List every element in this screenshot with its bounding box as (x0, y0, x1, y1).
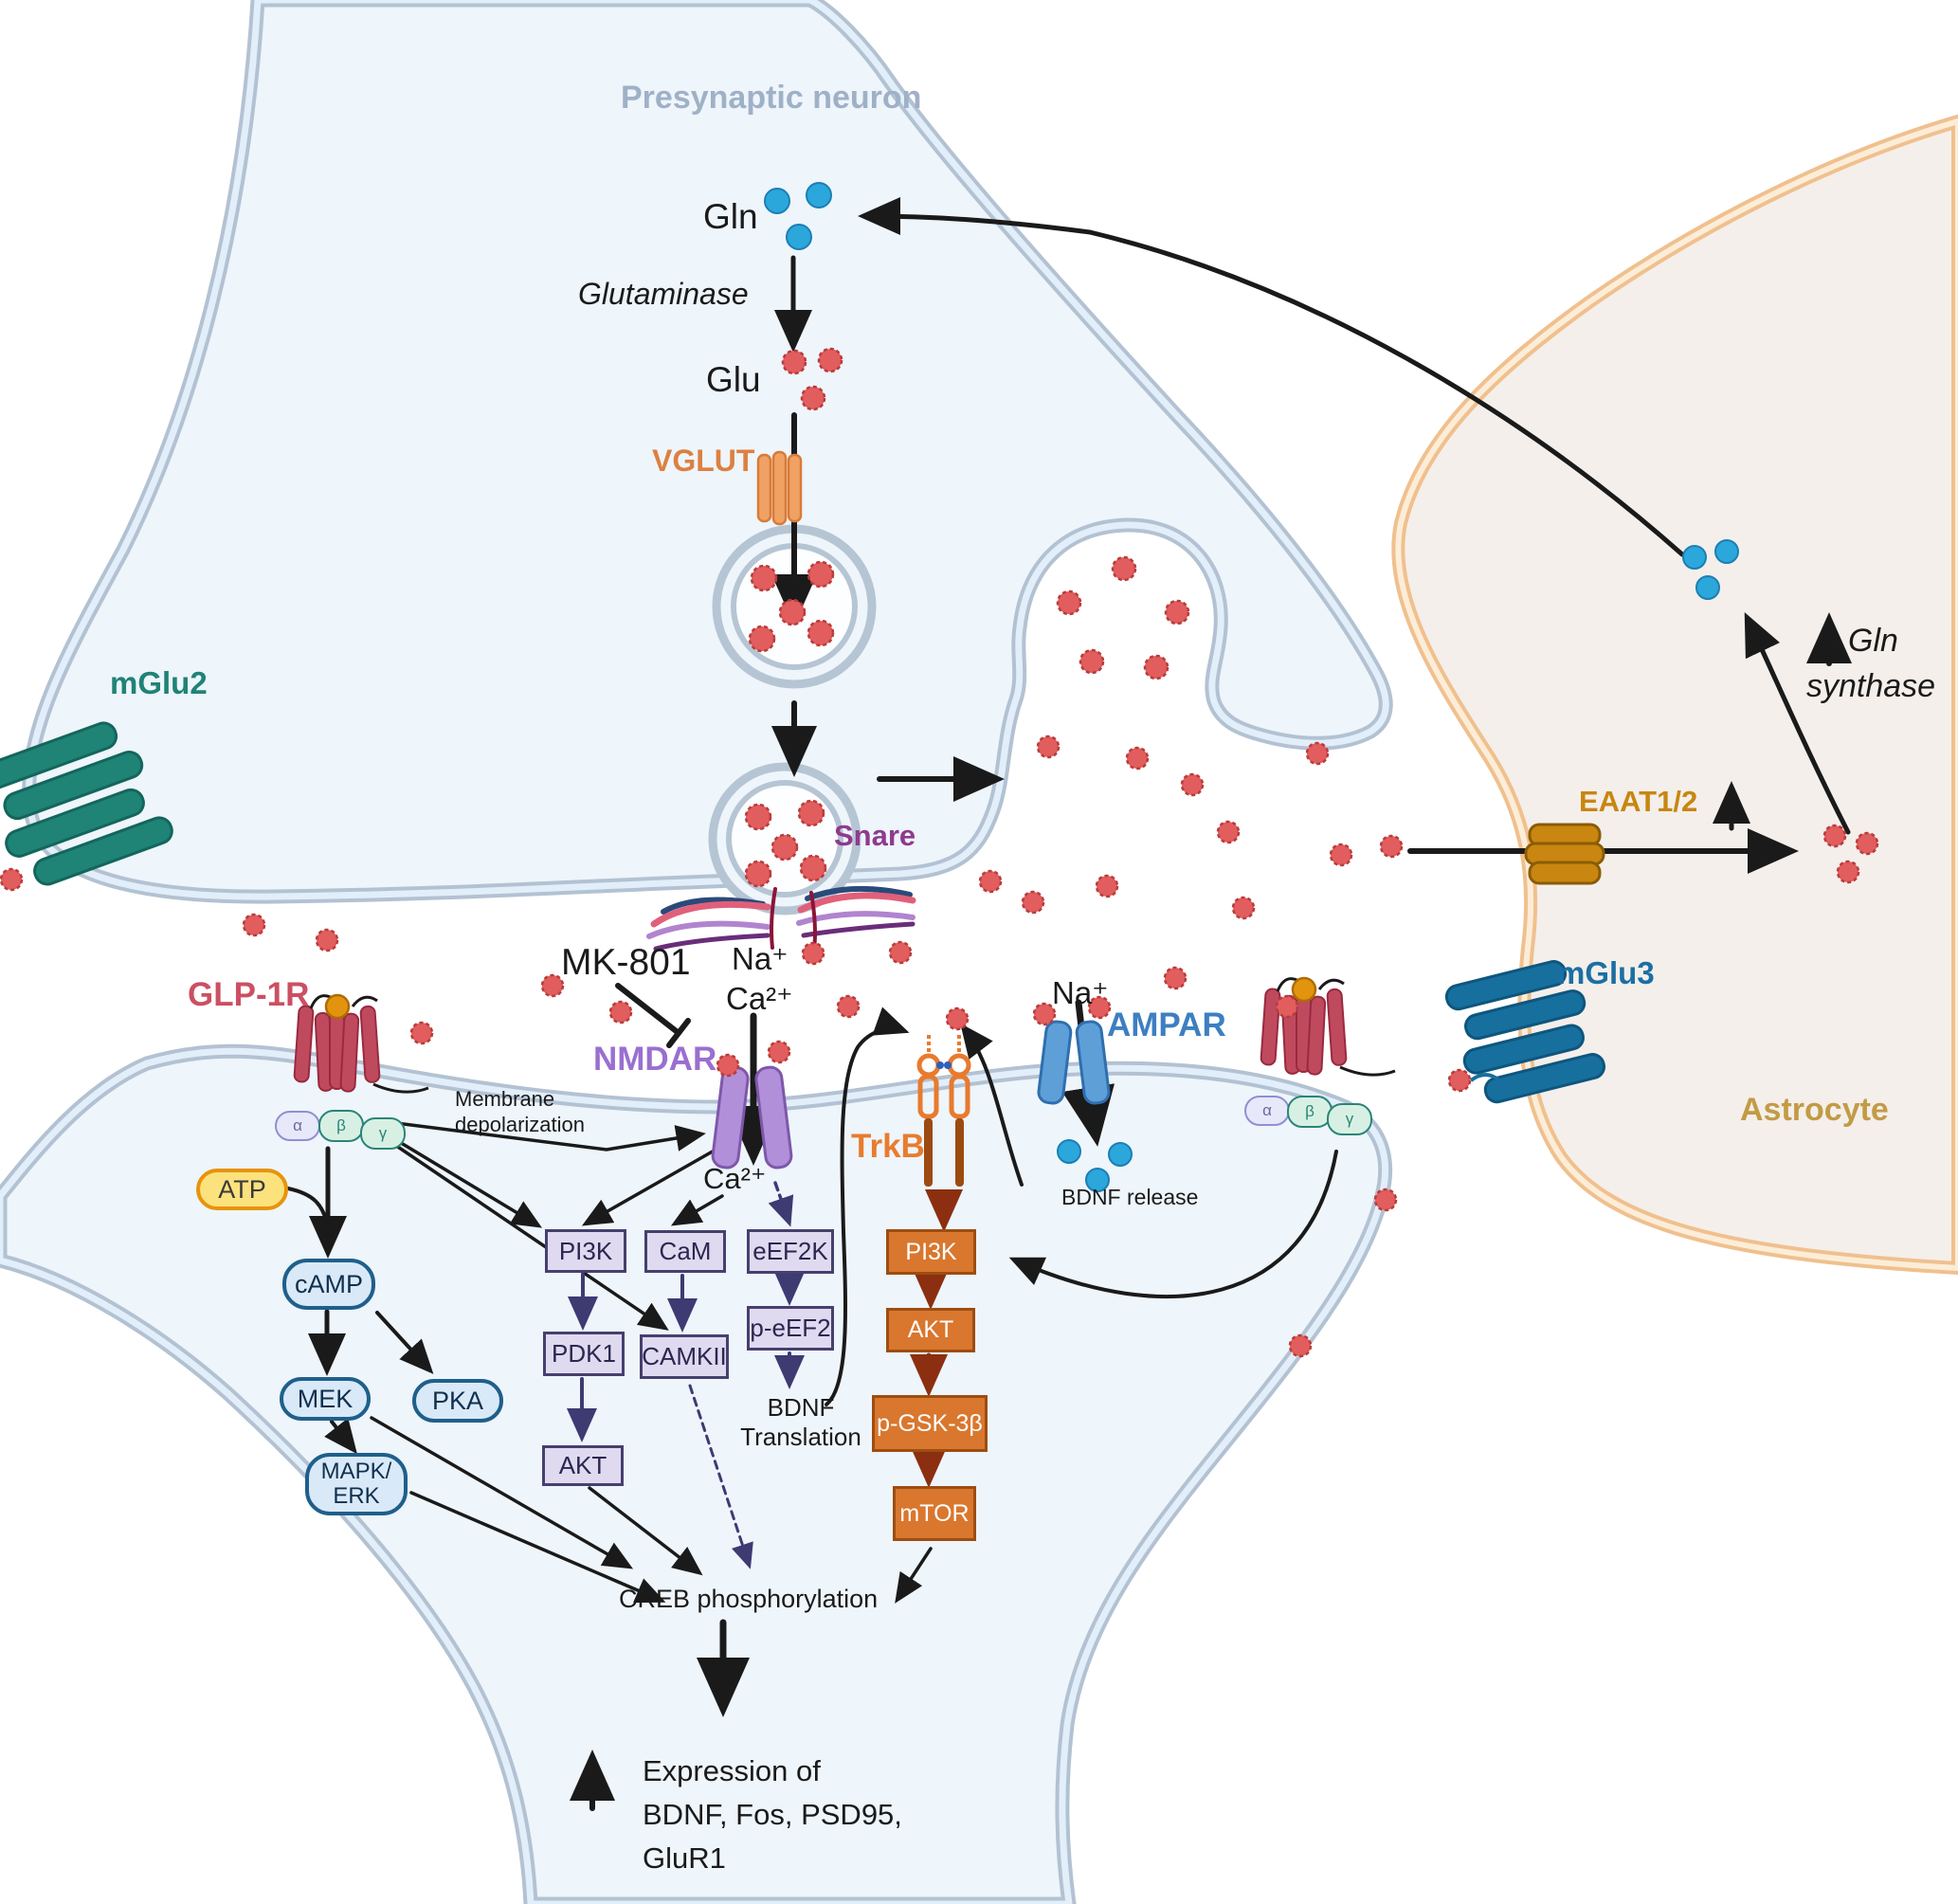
mglu3-label: mGlu3 (1557, 955, 1655, 990)
ca-label-nmdar: Ca²⁺ (726, 981, 793, 1016)
pka-node: PKA (412, 1379, 503, 1423)
ca-label-below-nmdar: Ca²⁺ (703, 1162, 767, 1195)
gln-synthase-line2: synthase (1806, 668, 1936, 704)
ampar-label: AMPAR (1107, 1006, 1226, 1043)
membrane-depolarization-label: Membrane depolarization (455, 1086, 585, 1137)
astrocyte-label: Astrocyte (1740, 1092, 1889, 1128)
gln-label: Gln (703, 197, 758, 236)
eef2k-node: eEF2K (747, 1229, 834, 1274)
mglu2-label: mGlu2 (110, 665, 208, 700)
bdnf-translation-label: BDNF Translation (740, 1393, 861, 1452)
cam-node: CaM (644, 1230, 726, 1273)
snare-label: Snare (834, 819, 916, 852)
bdnf-release-label: BDNF release (1061, 1185, 1199, 1209)
black-arrows (286, 197, 1852, 1811)
akt-orange-node: AKT (886, 1308, 975, 1352)
p-eef2-node: p-eEF2 (747, 1306, 834, 1351)
g-alpha-subunit-right: α (1244, 1096, 1290, 1126)
nmdar-label: NMDAR (593, 1041, 717, 1078)
bdnf-translation-line1: BDNF (767, 1393, 835, 1422)
pdk1-node: PDK1 (543, 1332, 625, 1376)
camp-node: cAMP (282, 1259, 375, 1310)
mtor-node: mTOR (893, 1486, 976, 1541)
atp-node: ATP (196, 1169, 288, 1210)
ampar-channel (1037, 1020, 1111, 1105)
mapk-line1: MAPK/ (320, 1459, 392, 1484)
g-gamma-subunit-right: γ (1327, 1103, 1372, 1135)
pi3k-orange-node: PI3K (886, 1229, 976, 1275)
g-beta-subunit-right: β (1287, 1096, 1333, 1128)
glutamate-dots (0, 347, 1879, 1358)
membrane-depol-line1: Membrane (455, 1087, 555, 1111)
eaat-label: EAAT1/2 (1579, 785, 1698, 818)
g-alpha-subunit-left: α (275, 1111, 320, 1141)
glutamine-dots (764, 182, 1739, 1192)
camkii-node: CAMKII (640, 1334, 729, 1379)
mk801-label: MK-801 (561, 942, 691, 983)
snare-complex (646, 885, 916, 952)
vglut-label: VGLUT (652, 444, 755, 478)
trkb-label: TrkB (851, 1128, 925, 1165)
glp1r-receptor-right (1260, 976, 1396, 1077)
mglu3-receptor (1444, 960, 1606, 1104)
gln-synthase-label: Gln synthase (1806, 618, 1935, 709)
g-gamma-subunit-left: γ (360, 1117, 406, 1150)
mapk-line2: ERK (333, 1483, 380, 1509)
na-label-ampar: Na⁺ (1052, 975, 1109, 1010)
expression-label: Expression of BDNF, Fos, PSD95, GluR1 (643, 1750, 902, 1880)
expression-line3: GluR1 (643, 1841, 726, 1875)
membrane-depol-line2: depolarization (455, 1113, 585, 1136)
vglut-transporter (756, 450, 803, 526)
expression-line1: Expression of (643, 1754, 821, 1787)
pi3k-purple-node: PI3K (545, 1229, 626, 1273)
glp1r-receptor-left (293, 993, 429, 1094)
akt-purple-node: AKT (542, 1445, 624, 1486)
na-label-nmdar: Na⁺ (732, 941, 789, 976)
expression-line2: BDNF, Fos, PSD95, (643, 1798, 902, 1831)
nmdar-channel (711, 1065, 793, 1170)
g-beta-subunit-left: β (318, 1110, 364, 1142)
presynaptic-neuron-label: Presynaptic neuron (621, 80, 922, 116)
gln-synthase-line1: Gln (1848, 623, 1898, 659)
bdnf-translation-line2: Translation (740, 1423, 861, 1451)
mek-node: MEK (280, 1377, 371, 1421)
trkb-receptor (916, 1035, 971, 1187)
creb-label: CREB phosphorylation (619, 1585, 879, 1613)
mglu2-receptor (0, 721, 173, 886)
glu-label: Glu (706, 360, 761, 399)
mapk-erk-node: MAPK/ ERK (305, 1453, 408, 1515)
glutaminase-label: Glutaminase (578, 277, 749, 311)
navy-arrows (567, 1181, 805, 1569)
p-gsk3b-node: p-GSK-3β (872, 1395, 988, 1452)
glp1r-label: GLP-1R (188, 976, 310, 1013)
darkred-arrows (910, 1189, 963, 1488)
eaat-transporter (1524, 823, 1605, 885)
